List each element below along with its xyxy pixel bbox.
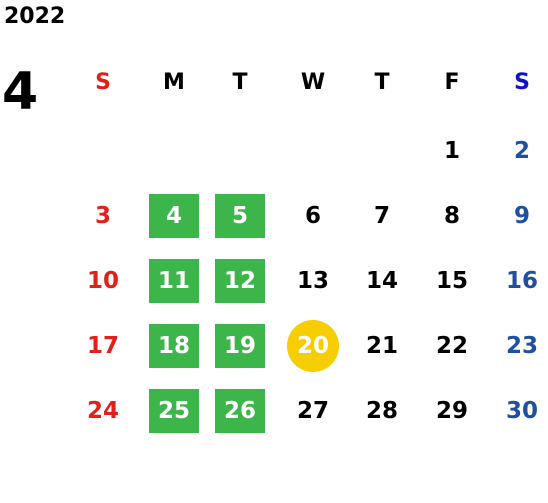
calendar-day[interactable]: 17 (86, 333, 119, 359)
calendar-day[interactable]: 10 (86, 268, 119, 294)
calendar-day-highlighted[interactable]: 5 (215, 194, 265, 238)
calendar-day[interactable]: 14 (365, 268, 398, 294)
calendar-day[interactable]: 3 (94, 203, 111, 229)
calendar-day-highlighted[interactable]: 12 (215, 259, 265, 303)
calendar-day[interactable]: 9 (513, 203, 530, 229)
calendar-day[interactable]: 8 (443, 203, 460, 229)
calendar-day-highlighted[interactable]: 4 (149, 194, 199, 238)
weekday-header: S (514, 69, 530, 95)
calendar-day-highlighted[interactable]: 18 (149, 324, 199, 368)
calendar-day[interactable]: 1 (443, 138, 460, 164)
month-label: 4 (2, 62, 39, 122)
calendar-day-today[interactable]: 20 (287, 320, 339, 372)
year-label: 2022 (4, 4, 66, 29)
calendar-day-highlighted[interactable]: 11 (149, 259, 199, 303)
weekday-header: T (232, 69, 248, 95)
calendar-day[interactable]: 13 (296, 268, 329, 294)
weekday-header: M (163, 69, 185, 95)
weekday-header: T (374, 69, 390, 95)
calendar-day[interactable]: 21 (365, 333, 398, 359)
calendar-day[interactable]: 23 (505, 333, 538, 359)
calendar-day[interactable]: 7 (373, 203, 390, 229)
calendar-day[interactable]: 27 (296, 398, 329, 424)
calendar-day-highlighted[interactable]: 19 (215, 324, 265, 368)
calendar-day[interactable]: 22 (435, 333, 468, 359)
calendar-day[interactable]: 28 (365, 398, 398, 424)
weekday-header: F (444, 69, 460, 95)
calendar-day-highlighted[interactable]: 26 (215, 389, 265, 433)
calendar-day-highlighted[interactable]: 25 (149, 389, 199, 433)
calendar-day[interactable]: 29 (435, 398, 468, 424)
calendar-day[interactable]: 15 (435, 268, 468, 294)
weekday-header: W (300, 69, 326, 95)
calendar-day[interactable]: 24 (86, 398, 119, 424)
calendar-day[interactable]: 16 (505, 268, 538, 294)
calendar-day[interactable]: 6 (304, 203, 321, 229)
calendar-day[interactable]: 2 (513, 138, 530, 164)
weekday-header: S (95, 69, 111, 95)
calendar-day[interactable]: 30 (505, 398, 538, 424)
